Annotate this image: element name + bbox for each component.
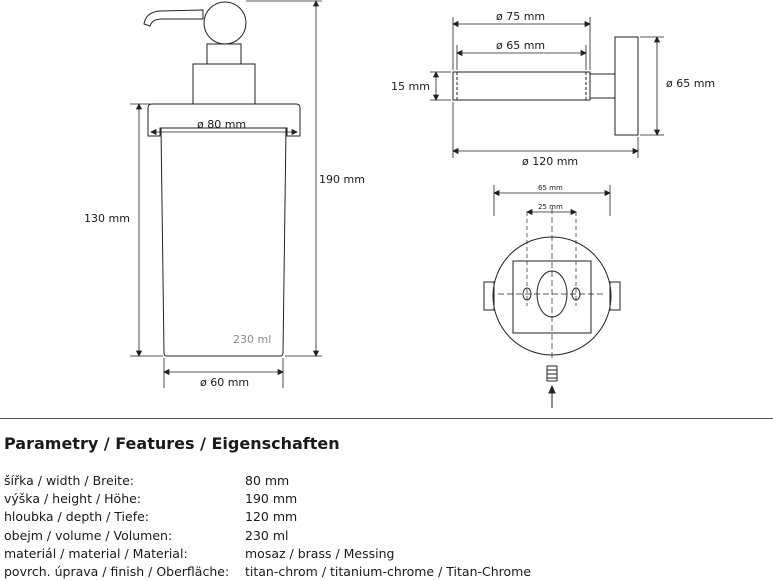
label-height-190: 190 mm <box>319 173 365 186</box>
spec-label: hloubka / depth / Tiefe: <box>4 509 149 525</box>
spec-value: 190 mm <box>245 491 298 507</box>
dispenser-front-view <box>143 1 301 357</box>
specs-table: šířka / width / Breite: 80 mm výška / he… <box>4 472 773 581</box>
spec-value: 80 mm <box>245 473 290 488</box>
glass-container <box>160 127 287 357</box>
spec-value: mosaz / brass / Messing <box>245 545 395 561</box>
spec-row-width: šířka / width / Breite: 80 mm <box>4 472 773 490</box>
dispenser-nozzle <box>143 9 204 27</box>
holder-side-view <box>452 36 639 136</box>
spec-label: výška / height / Höhe: <box>4 491 142 507</box>
spec-row-depth: hloubka / depth / Tiefe: 120 mm <box>4 508 773 526</box>
holder-arm-step <box>589 73 616 99</box>
spec-row-volume: obejm / volume / Volumen: 230 ml <box>4 527 773 545</box>
spec-label: povrch. úprava / finish / Oberfläche: <box>4 563 230 579</box>
label-hole-25: 25 mm <box>538 203 563 211</box>
back-dimension-lines <box>493 185 611 216</box>
mount-lug-right <box>609 281 621 311</box>
front-dimension-lines <box>130 0 322 388</box>
pump-collar <box>192 63 256 105</box>
wall-plate-back-view <box>483 208 621 408</box>
spec-label: šířka / width / Breite: <box>4 473 134 488</box>
label-length-120: ø 120 mm <box>522 155 578 168</box>
spec-row-finish: povrch. úprava / finish / Oberfläche: ti… <box>4 563 773 581</box>
mount-lug-left <box>483 281 495 311</box>
label-height-130: 130 mm <box>84 212 130 225</box>
label-dia-75: ø 75 mm <box>496 10 545 23</box>
technical-drawing: ø 80 mm 130 mm 190 mm 230 ml ø 60 mm ø 7… <box>84 0 715 408</box>
spec-value: 230 ml <box>245 527 289 543</box>
pump-neck <box>206 43 242 65</box>
set-screw-arrow <box>548 384 556 394</box>
wall-plate-side <box>614 36 639 136</box>
section-divider <box>0 418 773 419</box>
label-thickness-15: 15 mm <box>391 80 430 93</box>
label-volume-230: 230 ml <box>233 333 271 346</box>
side-dimension-lines <box>430 17 664 158</box>
holder-ring <box>147 103 301 137</box>
mounting-plate <box>512 260 592 334</box>
label-dia-60: ø 60 mm <box>200 376 249 389</box>
holder-arm <box>452 71 591 101</box>
spec-row-height: výška / height / Höhe: 190 mm <box>4 490 773 508</box>
spec-label: materiál / material / Material: <box>4 545 188 561</box>
specs-title: Parametry / Features / Eigenschaften <box>4 434 340 453</box>
spec-value: 120 mm <box>245 509 298 525</box>
label-plate-65: 65 mm <box>538 184 563 192</box>
spec-value: titan-chrom / titanium-chrome / Titan-Ch… <box>245 563 532 579</box>
pump-head <box>203 1 247 45</box>
label-dia-65-top: ø 65 mm <box>496 39 545 52</box>
spec-label: obejm / volume / Volumen: <box>4 527 173 543</box>
dimension-labels: ø 80 mm 130 mm 190 mm 230 ml ø 60 mm ø 7… <box>84 10 715 389</box>
label-dia-80: ø 80 mm <box>197 118 246 131</box>
label-dia-65-right: ø 65 mm <box>666 77 715 90</box>
spec-row-material: materiál / material / Material: mosaz / … <box>4 545 773 563</box>
